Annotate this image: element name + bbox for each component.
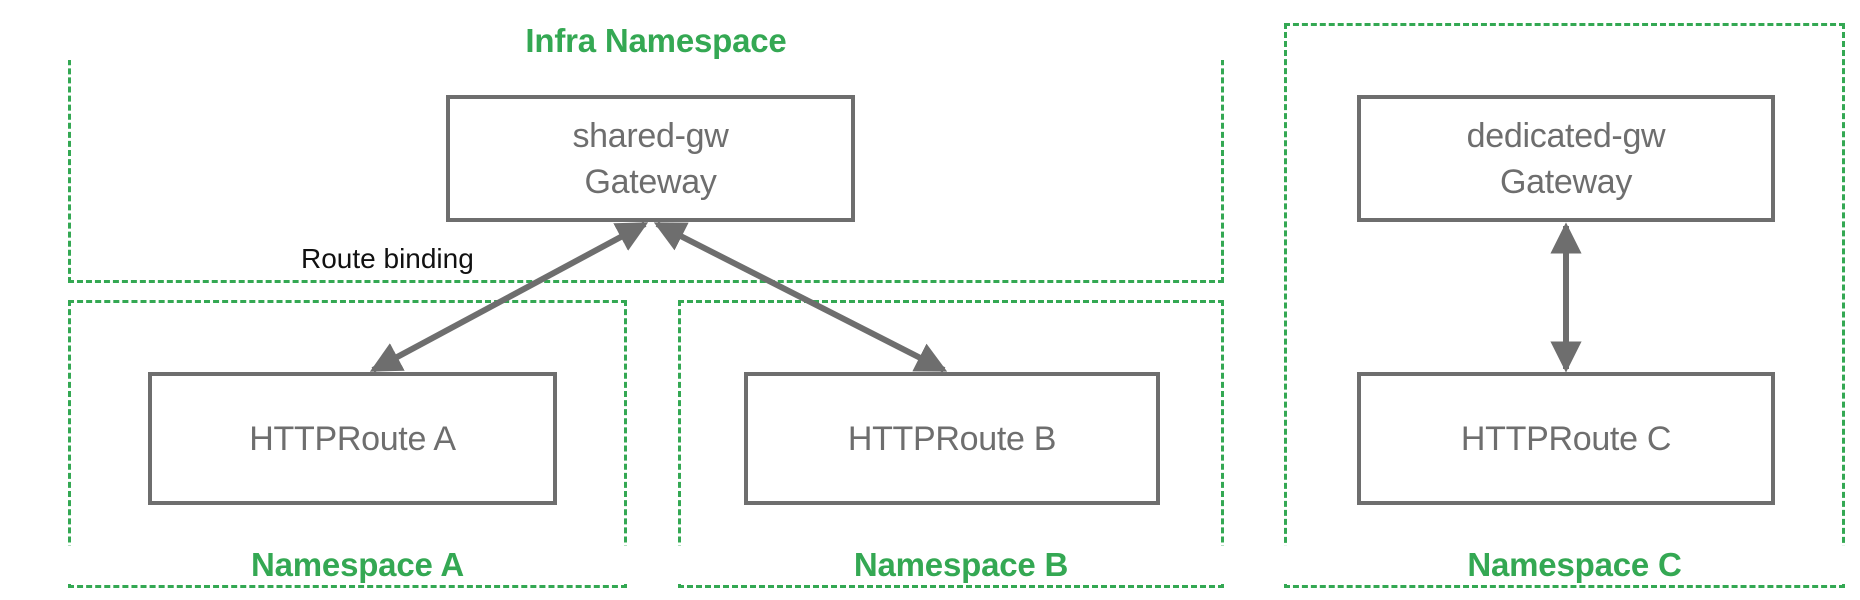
node-dedicated-gw-gateway[interactable]: dedicated-gw Gateway (1357, 95, 1775, 222)
node-label-dedicated-gw: dedicated-gw Gateway (1466, 116, 1666, 201)
node-shared-gw-gateway[interactable]: shared-gw Gateway (446, 95, 855, 222)
namespace-box-b (678, 300, 1224, 588)
namespace-label-a: Namespace A (68, 546, 647, 584)
namespace-box-a (68, 300, 627, 588)
namespace-label-c: Namespace C (1284, 546, 1860, 584)
node-httproute-c[interactable]: HTTPRoute C (1357, 372, 1775, 505)
node-httproute-b[interactable]: HTTPRoute B (744, 372, 1160, 505)
namespace-label-infra: Infra Namespace (68, 22, 1244, 60)
node-label-httproute-b: HTTPRoute B (847, 419, 1057, 458)
edge-label-route-binding: Route binding (297, 243, 478, 275)
node-httproute-a[interactable]: HTTPRoute A (148, 372, 557, 505)
node-label-shared-gw: shared-gw Gateway (572, 116, 729, 201)
node-label-httproute-c: HTTPRoute C (1460, 419, 1672, 458)
node-label-httproute-a: HTTPRoute A (249, 419, 456, 458)
namespace-label-b: Namespace B (678, 546, 1244, 584)
namespace-box-c (1284, 23, 1845, 588)
